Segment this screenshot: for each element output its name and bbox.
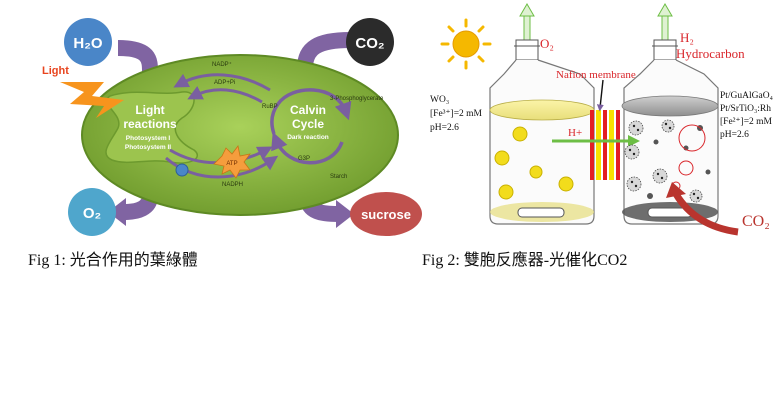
h2-gas-label: H₂ <box>680 30 694 45</box>
h2o-label: H₂O <box>73 35 102 52</box>
o2-output-arrowhead <box>108 198 126 226</box>
atp-burst <box>213 145 251 179</box>
calvin-label-1: Calvin <box>290 103 326 117</box>
fig2-caption: Fig 2: 雙胞反應器-光催化CO2 <box>422 252 628 269</box>
photosystem-1-label: Photosystem I <box>126 135 171 142</box>
right-beaker <box>621 39 719 225</box>
right-cond-2: Pt/SrTiO₃:Rh <box>720 104 771 114</box>
atp-label: ATP <box>226 161 237 167</box>
sun-icon <box>440 18 492 70</box>
calvin-cycle-arc-left <box>270 102 280 135</box>
co2-label: CO₂ <box>355 35 384 52</box>
right-cond-1: Pt/GuAlGaO₄ <box>720 91 773 101</box>
phosphoglycerate-label: 3-Phosphoglycerate <box>330 96 384 102</box>
photosystem-2-label: Photosystem II <box>125 144 171 151</box>
nafion-membrane <box>590 110 620 180</box>
light-reactions-label-2: reactions <box>123 117 177 131</box>
rubp-label: RuBP <box>262 104 278 110</box>
calvin-cycle-arc-top <box>276 88 352 121</box>
right-cond-3: [Fe²⁺]=2 mM <box>720 117 773 127</box>
sucrose-label: sucrose <box>361 207 411 222</box>
adp-pi-label: ADP+Pi <box>214 80 235 86</box>
nadph-arrow <box>165 155 279 179</box>
right-cond-4: pH=2.6 <box>720 130 749 140</box>
h-plus-arrow <box>552 135 640 147</box>
o2-label: O₂ <box>83 205 101 222</box>
co2-input-arrowhead <box>666 182 686 198</box>
starch-label: Starch <box>330 174 347 180</box>
co2-input-label: CO₂ <box>742 213 770 230</box>
fig1-photosynthesis-diagram: H₂O CO₂ O₂ sucrose Light Light reactions… <box>42 18 422 236</box>
light-label: Light <box>42 65 69 77</box>
nafion-pointer <box>596 79 604 112</box>
calvin-label-2: Cycle <box>292 117 324 131</box>
calvin-cycle-arc-bottom <box>271 131 344 165</box>
h2o-circle <box>64 18 112 66</box>
hydrocarbon-label: Hydrocarbon <box>676 46 745 61</box>
wo3-particles <box>494 126 574 200</box>
light-reactions-label-1: Light <box>135 103 164 117</box>
left-cond-ph: pH=2.6 <box>430 123 459 133</box>
electron-carrier-icon <box>175 163 189 177</box>
h-plus-label: H+ <box>568 127 582 139</box>
g3p-label: G3P <box>298 156 310 162</box>
sucrose-ellipse <box>350 192 422 236</box>
nadp-arrow <box>173 73 271 92</box>
left-cond-fe: [Fe³⁺]=2 mM <box>430 109 483 119</box>
nadp-plus-label: NADP⁺ <box>212 61 232 68</box>
dark-reaction-label: Dark reaction <box>287 134 329 141</box>
fig1-caption: Fig 1: 光合作用的葉綠體 <box>28 252 198 269</box>
nadph-label: NADPH <box>222 182 243 188</box>
o2-gas-label: O₂ <box>540 36 554 51</box>
co2-input-curve <box>672 192 739 236</box>
adp-arrow <box>187 85 263 104</box>
fig2-reactor-diagram: O₂ H₂ Hydrocarbon Nafion membrane H+ WO₃… <box>430 3 773 236</box>
light-bolt-icon <box>60 82 124 118</box>
o2-circle <box>68 188 116 236</box>
left-cond-wo3: WO₃ <box>430 95 449 105</box>
co2-circle <box>346 18 394 66</box>
nafion-label: Nafion membrane <box>556 69 636 81</box>
sucrose-output-arrowhead <box>336 200 354 228</box>
left-stir-bar <box>517 207 565 218</box>
